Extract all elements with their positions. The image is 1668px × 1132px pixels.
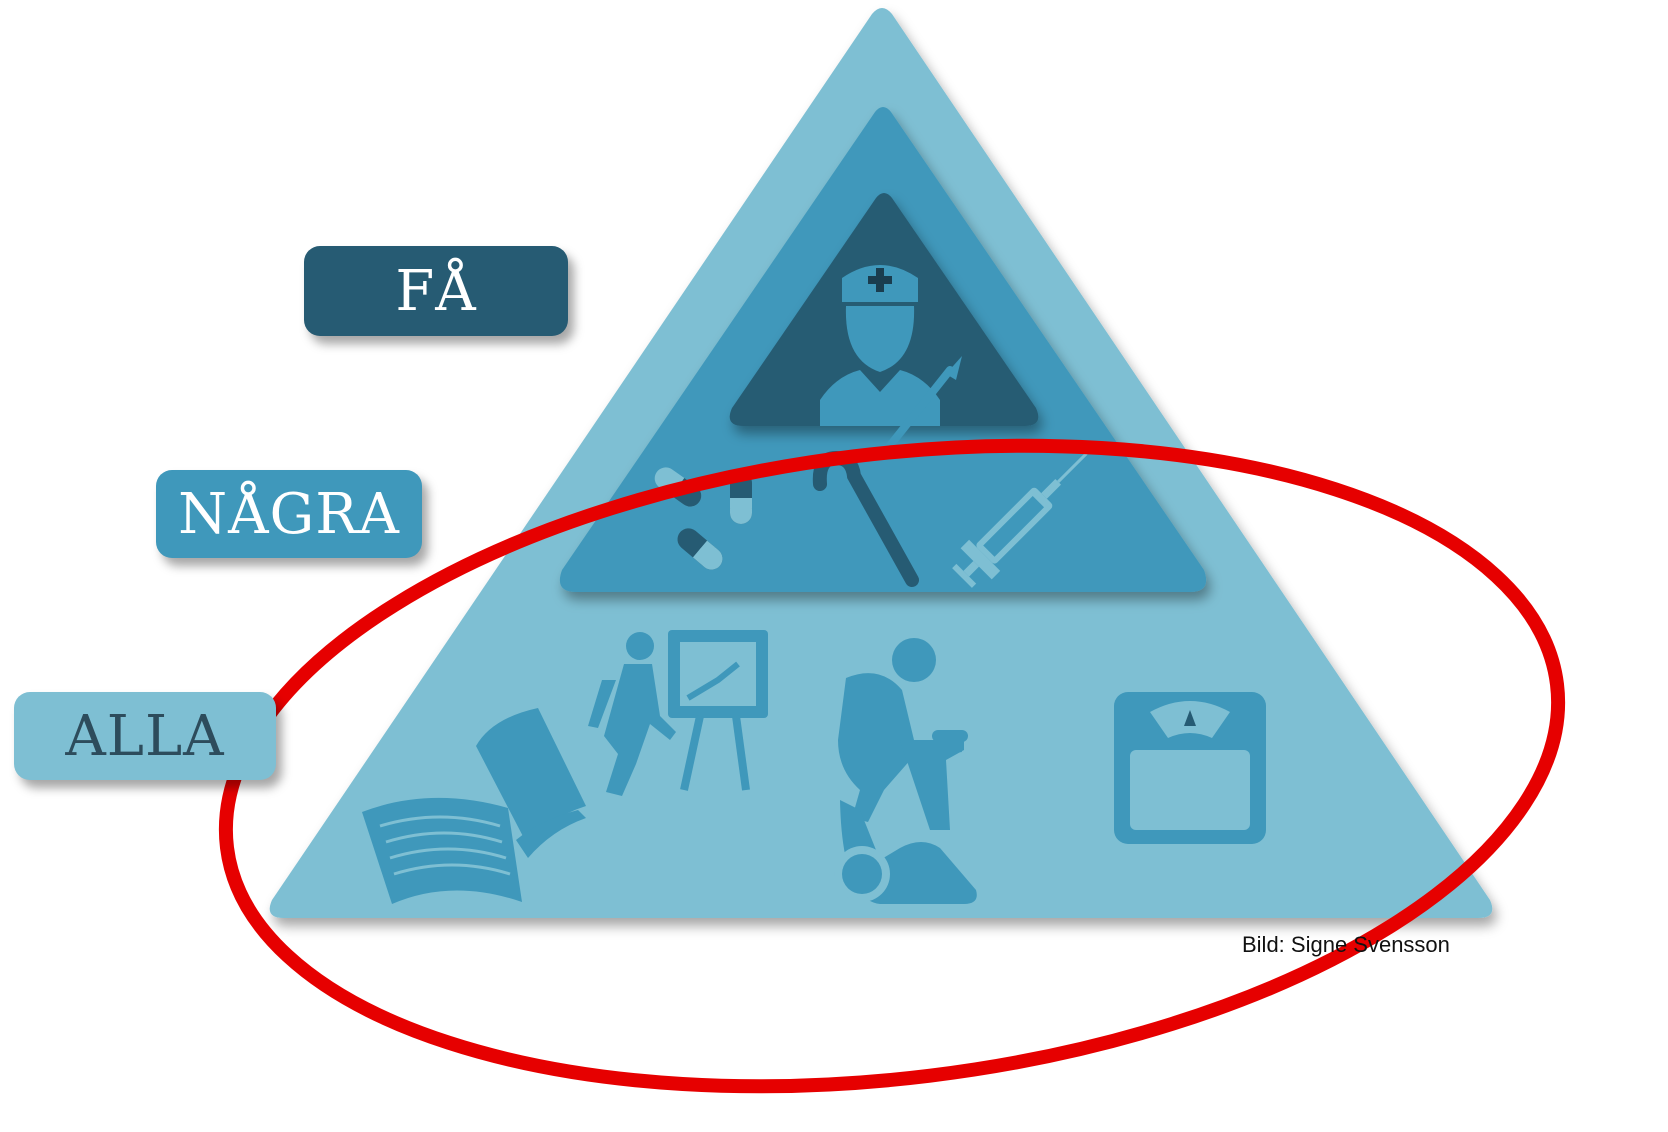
presenter-icon [588, 630, 768, 796]
level-label-fa: FÅ [304, 246, 568, 336]
nurse-icon [820, 265, 940, 426]
level-label-alla: ALLA [14, 692, 276, 780]
book-icon [362, 708, 586, 904]
scalpel-icon [884, 356, 962, 452]
image-credit: Bild: Signe Svensson [1242, 932, 1450, 957]
level-label-nagra: NÅGRA [156, 470, 422, 558]
syringe-icon [952, 452, 1088, 588]
exercise-bike-icon [834, 638, 977, 904]
highlight-ellipse [218, 438, 1566, 1094]
scale-icon [1114, 692, 1266, 844]
